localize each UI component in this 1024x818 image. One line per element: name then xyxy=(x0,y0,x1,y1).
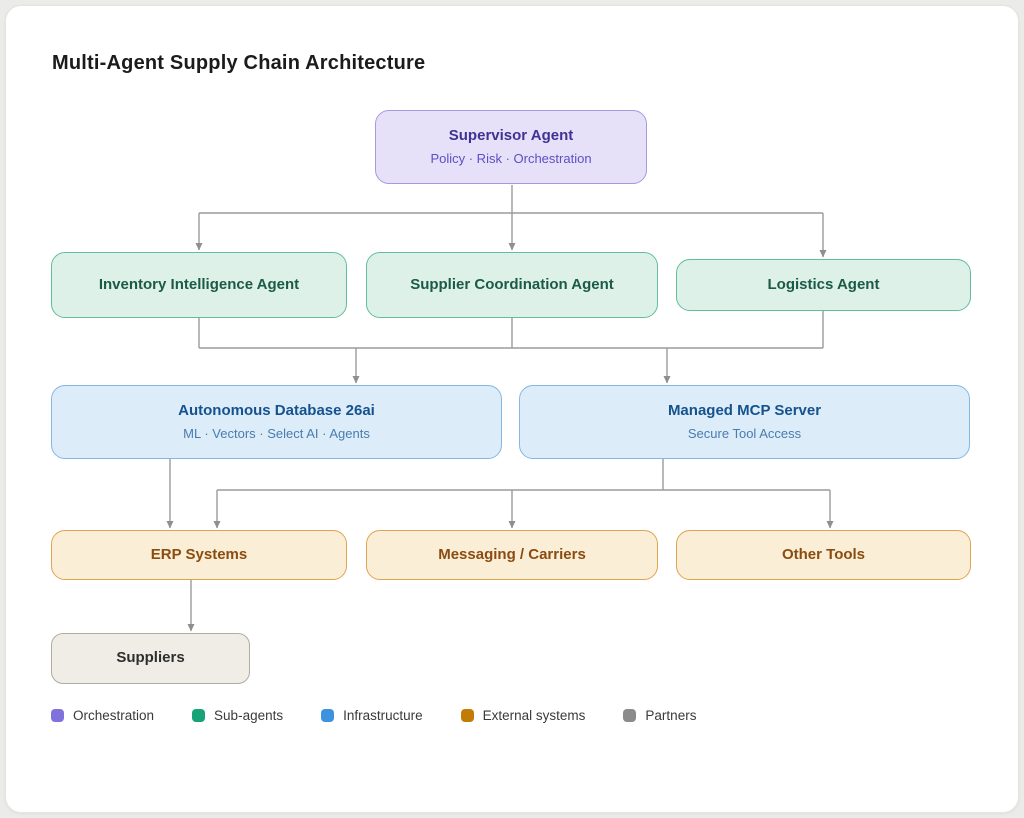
legend-item-partners: Partners xyxy=(623,708,696,723)
node-autonomous-database: Autonomous Database 26ai ML · Vectors · … xyxy=(51,385,502,459)
node-messaging-carriers: Messaging / Carriers xyxy=(366,530,658,580)
node-logistics-agent: Logistics Agent xyxy=(676,259,971,311)
legend-item-external-systems: External systems xyxy=(460,708,586,723)
legend-swatch-external-systems xyxy=(460,709,474,722)
node-inventory-intelligence-agent: Inventory Intelligence Agent xyxy=(51,252,347,318)
node-other-tools: Other Tools xyxy=(676,530,971,580)
legend-item-orchestration: Orchestration xyxy=(51,708,154,723)
node-title: Suppliers xyxy=(116,649,185,667)
node-title: Supervisor Agent xyxy=(448,127,574,145)
node-title: Inventory Intelligence Agent xyxy=(98,275,300,293)
legend-label: Infrastructure xyxy=(343,708,423,723)
node-managed-mcp-server: Managed MCP Server Secure Tool Access xyxy=(519,385,970,459)
node-erp-systems: ERP Systems xyxy=(51,530,347,580)
node-supplier-coordination-agent: Supplier Coordination Agent xyxy=(366,252,658,318)
page-title: Multi-Agent Supply Chain Architecture xyxy=(52,52,426,74)
legend-swatch-infrastructure xyxy=(321,709,335,722)
node-subtitle: Policy · Risk · Orchestration xyxy=(430,151,592,167)
legend-label: External systems xyxy=(482,708,586,723)
legend-swatch-orchestration xyxy=(51,709,64,722)
legend-swatch-sub-agents xyxy=(192,709,206,722)
legend: Orchestration Sub-agents Infrastructure … xyxy=(51,708,696,723)
node-title: Autonomous Database 26ai xyxy=(178,402,375,420)
node-supervisor-agent: Supervisor Agent Policy · Risk · Orchest… xyxy=(375,110,647,184)
node-title: Supplier Coordination Agent xyxy=(410,275,614,293)
legend-label: Partners xyxy=(645,708,697,723)
node-title: Logistics Agent xyxy=(767,275,880,293)
node-subtitle: Secure Tool Access xyxy=(687,426,802,442)
node-subtitle: ML · Vectors · Select AI · Agents xyxy=(183,426,370,442)
legend-swatch-partners xyxy=(623,709,637,722)
legend-label: Orchestration xyxy=(73,708,155,723)
legend-item-infrastructure: Infrastructure xyxy=(321,708,423,723)
legend-item-sub-agents: Sub-agents xyxy=(192,708,283,723)
node-title: Messaging / Carriers xyxy=(438,545,586,563)
legend-label: Sub-agents xyxy=(214,708,284,723)
node-title: ERP Systems xyxy=(150,545,248,563)
node-suppliers: Suppliers xyxy=(51,633,250,684)
node-title: Other Tools xyxy=(781,545,866,563)
node-title: Managed MCP Server xyxy=(667,402,822,420)
